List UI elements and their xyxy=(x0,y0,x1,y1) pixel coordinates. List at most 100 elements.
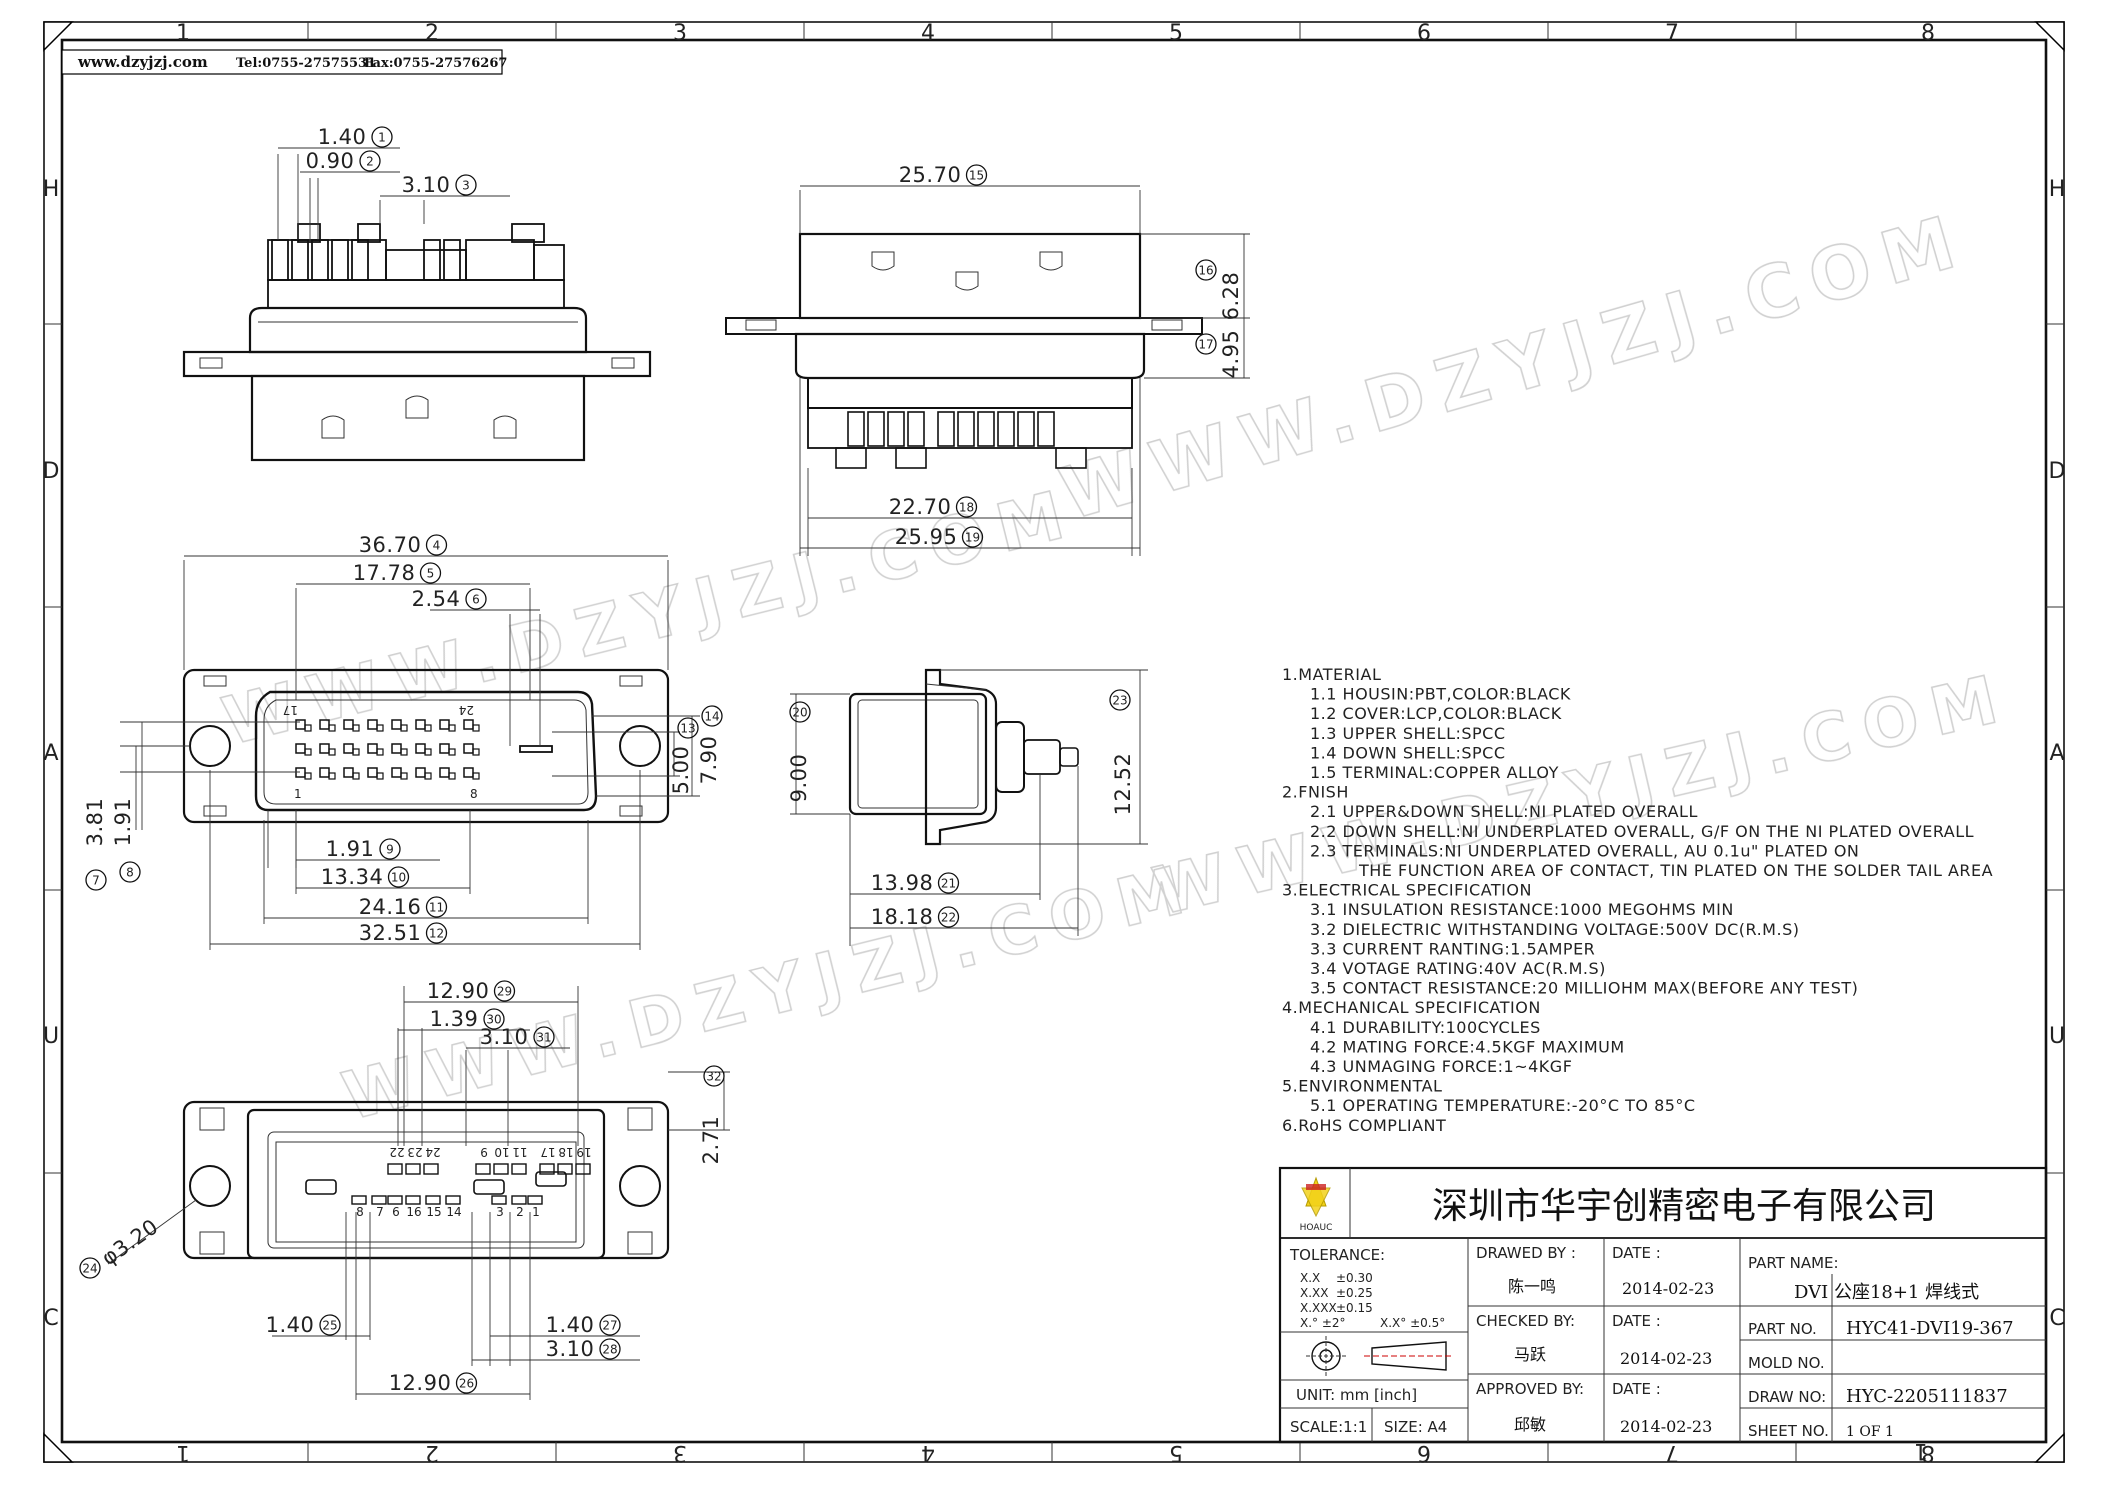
reference-number: 10 xyxy=(391,871,406,885)
spec-line: 1.MATERIAL xyxy=(1282,665,1381,684)
contact-pin xyxy=(295,743,306,754)
reference-number: 12 xyxy=(429,927,444,941)
dimension-value: 13.34 xyxy=(321,865,384,889)
col-label-bottom: 2 xyxy=(425,1440,439,1465)
col-label: 6 xyxy=(1417,21,1431,46)
reference-number: 24 xyxy=(82,1262,97,1276)
solder-cup xyxy=(405,1163,421,1175)
reference-circle-icon xyxy=(1195,333,1217,355)
corner-mark xyxy=(2034,1432,2065,1463)
title-block: HOAUC 深圳市华宇创精密电子有限公司 TOLERANCE: X.X ±0.3… xyxy=(1278,1166,2048,1444)
reference-number: 14 xyxy=(704,710,719,724)
reference-circle-icon xyxy=(455,1372,478,1394)
dimension-7: 3.817 xyxy=(83,798,107,891)
pin-label: 10 xyxy=(494,1145,509,1159)
reference-number: 5 xyxy=(427,567,435,581)
reference-circle-icon xyxy=(425,922,448,944)
date-value: 2014-02-23 xyxy=(1622,1279,1714,1298)
solder-cup xyxy=(511,1195,527,1205)
dimension-value: 1.39 xyxy=(430,1007,479,1031)
contact-pin xyxy=(439,767,450,778)
dimension-value: 22.70 xyxy=(889,495,952,519)
contact-pin-tail xyxy=(448,724,456,732)
solder-cup xyxy=(493,1163,509,1175)
pin-label: 22 xyxy=(389,1145,404,1159)
company-logo: HOAUC xyxy=(1300,1176,1332,1233)
reference-circle-icon xyxy=(425,896,448,918)
pin-label: 24 xyxy=(425,1145,440,1159)
contact-pin xyxy=(343,743,354,754)
contact-pin-tail xyxy=(352,772,360,780)
reference-number: 32 xyxy=(706,1070,721,1084)
reference-circle-icon xyxy=(703,1065,725,1087)
col-label: 3 xyxy=(673,21,687,46)
fax-text: Fax:0755-27576267 xyxy=(364,56,507,71)
date-value: 2014-02-23 xyxy=(1620,1417,1712,1436)
col-label-bottom: 1 xyxy=(176,1440,190,1465)
dimension-value: 1.91 xyxy=(111,798,135,847)
contact-pin xyxy=(343,767,354,778)
contact-pin-tail xyxy=(328,772,336,780)
date-label: DATE : xyxy=(1612,1312,1661,1330)
part-no-value: HYC41-DVI19-367 xyxy=(1846,1318,2014,1339)
angle-tolerance: X.X° ±0.5° xyxy=(1380,1316,1445,1330)
dimension-value: φ3.20 xyxy=(97,1214,162,1270)
contact-pin-tail xyxy=(328,724,336,732)
dimension-value: 9.00 xyxy=(787,754,811,803)
contact-pin-tail xyxy=(304,748,312,756)
spec-line: 2.3 TERMINALS:NI UNDERPLATED OVERALL, AU… xyxy=(1310,841,1859,860)
reference-number: 18 xyxy=(959,501,974,515)
dimension-value: 25.70 xyxy=(899,163,962,187)
reference-number: 8 xyxy=(126,866,134,880)
solder-cup xyxy=(405,1195,421,1205)
reference-circle-icon xyxy=(599,1314,621,1336)
dimension-10: 13.34 10 xyxy=(321,865,410,889)
view-top-left xyxy=(182,147,652,462)
spec-line: 2.FNISH xyxy=(1282,783,1349,802)
dimension-value: 36.70 xyxy=(359,533,422,557)
tol-value: ±0.25 xyxy=(1336,1286,1373,1300)
dimension-value: 25.95 xyxy=(895,525,958,549)
reference-number: 6 xyxy=(472,593,480,607)
solder-cup xyxy=(425,1195,441,1205)
reference-number: 15 xyxy=(969,169,984,183)
contact-pin-tail xyxy=(448,772,456,780)
header-contact: www.dzyjzj.com Tel:0755-27575531 Fax:075… xyxy=(61,49,507,75)
date-label: DATE : xyxy=(1612,1380,1661,1398)
drawed-by-name: 陈一鸣 xyxy=(1508,1277,1556,1296)
col-label-bottom: 6 xyxy=(1417,1440,1431,1465)
projection-symbol-icon xyxy=(1306,1336,1454,1376)
solder-cup xyxy=(491,1195,507,1205)
view-rear: 22 23 24 9 10 11 17 18 19 8 7 6 16 15 14… xyxy=(107,986,730,1400)
reference-number: 1 xyxy=(378,131,386,145)
pin-label: 16 xyxy=(406,1205,421,1219)
front-pin-array xyxy=(295,719,480,780)
solder-cup xyxy=(371,1195,387,1205)
part-name-value: DVI 公座18+1 焊线式 xyxy=(1794,1282,1979,1303)
dimension-value: 1.40 xyxy=(266,1313,315,1337)
rear-pin-array xyxy=(351,1163,591,1205)
dimension-value: 7.90 xyxy=(697,736,721,785)
contact-pin xyxy=(415,719,426,730)
col-label: 4 xyxy=(921,21,935,46)
row-label: D xyxy=(2049,459,2066,484)
spec-line: 2.2 DOWN SHELL:NI UNDERPLATED OVERALL, G… xyxy=(1310,822,1974,841)
reference-circle-icon xyxy=(419,562,442,584)
dimension-8: 1.91 8 xyxy=(111,798,141,883)
approved-by-label: APPROVED BY: xyxy=(1476,1380,1584,1398)
reference-number: 28 xyxy=(602,1343,617,1357)
spec-line: 5.ENVIRONMENTAL xyxy=(1282,1077,1442,1096)
dimension-value: 12.90 xyxy=(389,1371,452,1395)
reference-circle-icon xyxy=(961,526,984,548)
reference-number: 27 xyxy=(602,1319,617,1333)
